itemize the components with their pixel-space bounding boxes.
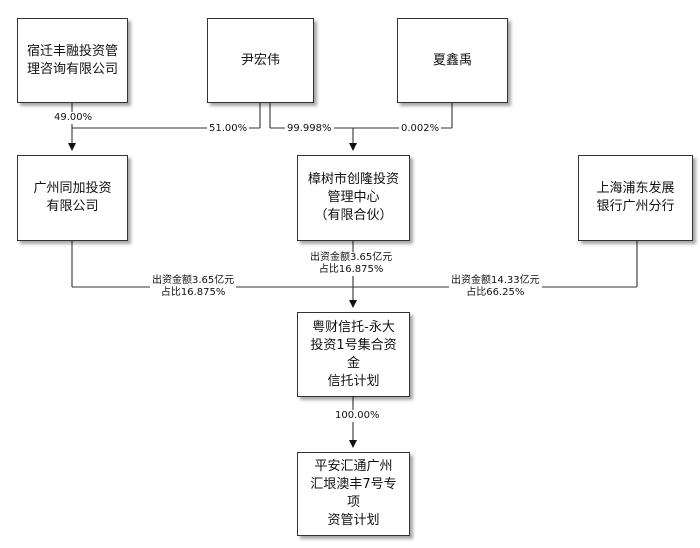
label-yin-to-changshu: 99.998% xyxy=(285,123,334,135)
node-tongjia: 广州同加投资 有限公司 xyxy=(17,155,128,241)
node-trust-plan: 粤财信托-永大 投资1号集合资金 信托计划 xyxy=(297,312,410,397)
label-xia-to-changshu: 0.002% xyxy=(399,123,442,135)
label-suqian-to-tongjia: 49.00% xyxy=(52,112,95,124)
node-yin-hongwei: 尹宏伟 xyxy=(207,18,314,103)
node-pingan-plan: 平安汇通广州 汇垠澳丰7号专项 资管计划 xyxy=(297,452,410,536)
label-spdb-to-trust: 出资金额14.33亿元 占比66.25% xyxy=(449,275,542,299)
label-yin-to-tongjia: 51.00% xyxy=(207,123,250,135)
label-tongjia-to-trust: 出资金额3.65亿元 占比16.875% xyxy=(150,275,237,299)
label-changshu-to-trust: 出资金额3.65亿元 占比16.875% xyxy=(308,252,395,276)
label-trust-to-pingan: 100.00% xyxy=(333,410,382,422)
node-spdb: 上海浦东发展 银行广州分行 xyxy=(578,155,693,241)
node-suqian: 宿迁丰融投资管理咨询有限公司 xyxy=(17,18,128,103)
node-changshu: 樟树市创隆投资 管理中心 （有限合伙） xyxy=(297,155,410,241)
node-xia-xinyu: 夏鑫禹 xyxy=(397,18,508,103)
